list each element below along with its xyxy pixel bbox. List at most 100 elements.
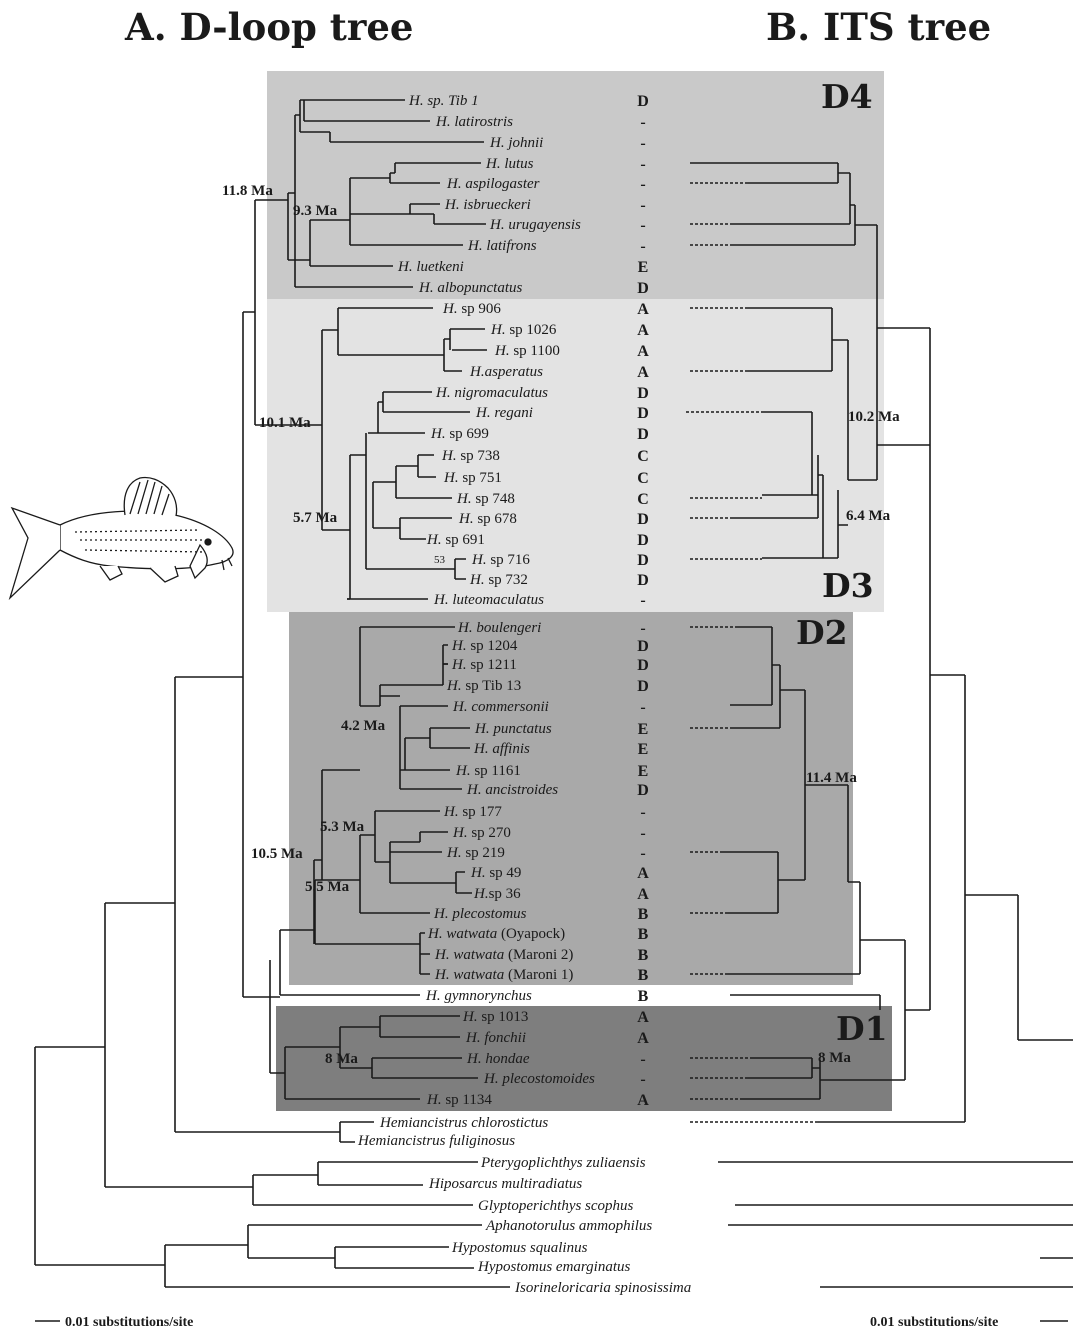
title-dloop-tree: A. D-loop tree — [124, 5, 413, 49]
taxon-label: H. sp 1026 — [490, 322, 557, 338]
taxon-label: H. sp 270 — [452, 825, 511, 841]
haplotype-code: E — [638, 763, 649, 780]
clade-label-d1: D1 — [836, 1009, 888, 1048]
taxon-epithet: regani — [491, 405, 533, 421]
taxon-genus: H. — [456, 491, 472, 507]
taxon-epithet: Hemiancistrus fuliginosus — [357, 1133, 515, 1149]
taxon-label: H. sp 219 — [446, 845, 505, 861]
haplotype-code: B — [638, 947, 649, 964]
taxon-epithet: sp 699 — [446, 426, 489, 442]
haplotype-code: D — [637, 532, 649, 549]
taxon-label: H. commersonii — [452, 699, 549, 715]
clade-label-d4: D4 — [821, 77, 873, 116]
taxon-epithet: sp 1134 — [442, 1092, 493, 1108]
taxon-epithet: luteomaculatus — [449, 592, 545, 608]
taxon-genus: H. — [433, 906, 449, 922]
taxon-genus: H. — [427, 926, 443, 942]
taxon-label: Hemiancistrus fuliginosus — [357, 1133, 515, 1149]
taxon-epithet: Glyptoperichthys scophus — [478, 1198, 634, 1214]
taxon-label: H. sp 177 — [443, 804, 502, 820]
taxon-label: Hemiancistrus chlorostictus — [379, 1115, 548, 1131]
taxon-genus: H. — [466, 1051, 482, 1067]
taxon-genus: H. — [441, 448, 457, 464]
taxon-genus: H. — [397, 259, 413, 275]
haplotype-code: - — [640, 217, 645, 234]
haplotype-code: D — [637, 572, 649, 589]
taxon-label: Isorineloricaria spinosissima — [514, 1280, 691, 1296]
taxon-label: H. aspilogaster — [446, 176, 540, 192]
haplotype-code: A — [637, 1092, 649, 1109]
taxon-epithet: sp 751 — [459, 470, 502, 486]
taxon-epithet: latifrons — [483, 238, 537, 254]
taxon-epithet: watwata — [443, 926, 498, 942]
taxon-locality: (Maroni 2) — [504, 947, 573, 963]
taxon-locality: (Maroni 1) — [504, 967, 573, 983]
taxon-label: H. sp 1100 — [494, 343, 560, 359]
haplotype-code: D — [637, 280, 649, 297]
haplotype-code: - — [640, 804, 645, 821]
taxon-label: H. sp 906 — [442, 301, 501, 317]
taxon-label: H. hondae — [466, 1051, 530, 1067]
taxon-genus: H. — [430, 426, 446, 442]
haplotype-code: - — [640, 238, 645, 255]
taxon-genus: H. — [494, 343, 510, 359]
haplotype-code: E — [638, 259, 649, 276]
taxon-epithet: fonchii — [481, 1030, 526, 1046]
taxon-genus: H. — [444, 197, 460, 213]
age-10-5: 10.5 Ma — [251, 846, 303, 862]
haplotype-code: E — [638, 741, 649, 758]
taxon-genus: H. — [446, 678, 462, 694]
taxon-label: H. sp 1134 — [426, 1092, 492, 1108]
taxon-genus: H. — [418, 280, 434, 296]
taxon-label: H. sp 49 — [470, 865, 521, 881]
age-4-2: 4.2 Ma — [341, 718, 386, 734]
taxon-epithet: luetkeni — [413, 259, 464, 275]
taxon-genus: H. — [473, 741, 489, 757]
taxon-epithet: sp 716 — [487, 552, 531, 568]
taxon-label: H. sp 699 — [430, 426, 489, 442]
taxon-genus: H. — [435, 385, 451, 401]
taxon-epithet: sp 36 — [489, 886, 522, 902]
taxon-label: H. sp 1204 — [451, 638, 518, 654]
taxon-epithet: plecostomus — [449, 906, 527, 922]
taxon-epithet: sp 1211 — [467, 657, 517, 673]
haplotype-code: A — [637, 865, 649, 882]
haplotype-code: - — [640, 135, 645, 152]
haplotype-code: A — [637, 886, 649, 903]
taxon-genus: H. — [452, 825, 468, 841]
taxon-epithet: johnii — [505, 135, 544, 151]
haplotype-code: - — [640, 197, 645, 214]
haplotype-code: - — [640, 1051, 645, 1068]
taxon-label: Hiposarcus multiradiatus — [428, 1176, 582, 1192]
haplotype-code: A — [637, 1030, 649, 1047]
pleco-fish-icon — [10, 477, 233, 598]
haplotype-code: - — [640, 845, 645, 862]
taxon-genus: H. — [466, 782, 482, 798]
taxon-genus: H. — [489, 217, 505, 233]
taxon-genus: H. — [434, 967, 450, 983]
taxon-label: H. sp 1013 — [462, 1009, 528, 1025]
clade-d4-panel — [267, 71, 884, 299]
taxon-epithet: Hemiancistrus chlorostictus — [379, 1115, 548, 1131]
age-5-7: 5.7 Ma — [293, 510, 338, 526]
bootstrap-53: 53 — [434, 554, 446, 566]
taxon-locality: (Oyapock) — [497, 926, 565, 942]
taxon-genus: H. — [451, 657, 467, 673]
taxon-label: H. boulengeri — [457, 620, 541, 636]
haplotype-code: - — [640, 114, 645, 131]
taxon-epithet: Pterygoplichthys zuliaensis — [480, 1155, 646, 1171]
haplotype-code: D — [637, 385, 649, 402]
taxon-epithet: sp 738 — [457, 448, 500, 464]
taxon-epithet: punctatus — [490, 721, 552, 737]
taxon-label: H. lutus — [485, 156, 534, 172]
taxon-label: H. nigromaculatus — [435, 385, 548, 401]
taxon-epithet: Hiposarcus multiradiatus — [428, 1176, 582, 1192]
taxon-epithet: sp 177 — [459, 804, 503, 820]
taxon-label: H. ancistroides — [466, 782, 558, 798]
taxon-epithet: sp 732 — [485, 572, 528, 588]
haplotype-code: A — [637, 301, 649, 318]
taxon-epithet: sp 906 — [458, 301, 502, 317]
taxon-label: H. affinis — [473, 741, 530, 757]
haplotype-code: D — [637, 678, 649, 695]
age-9-3: 9.3 Ma — [293, 203, 338, 219]
